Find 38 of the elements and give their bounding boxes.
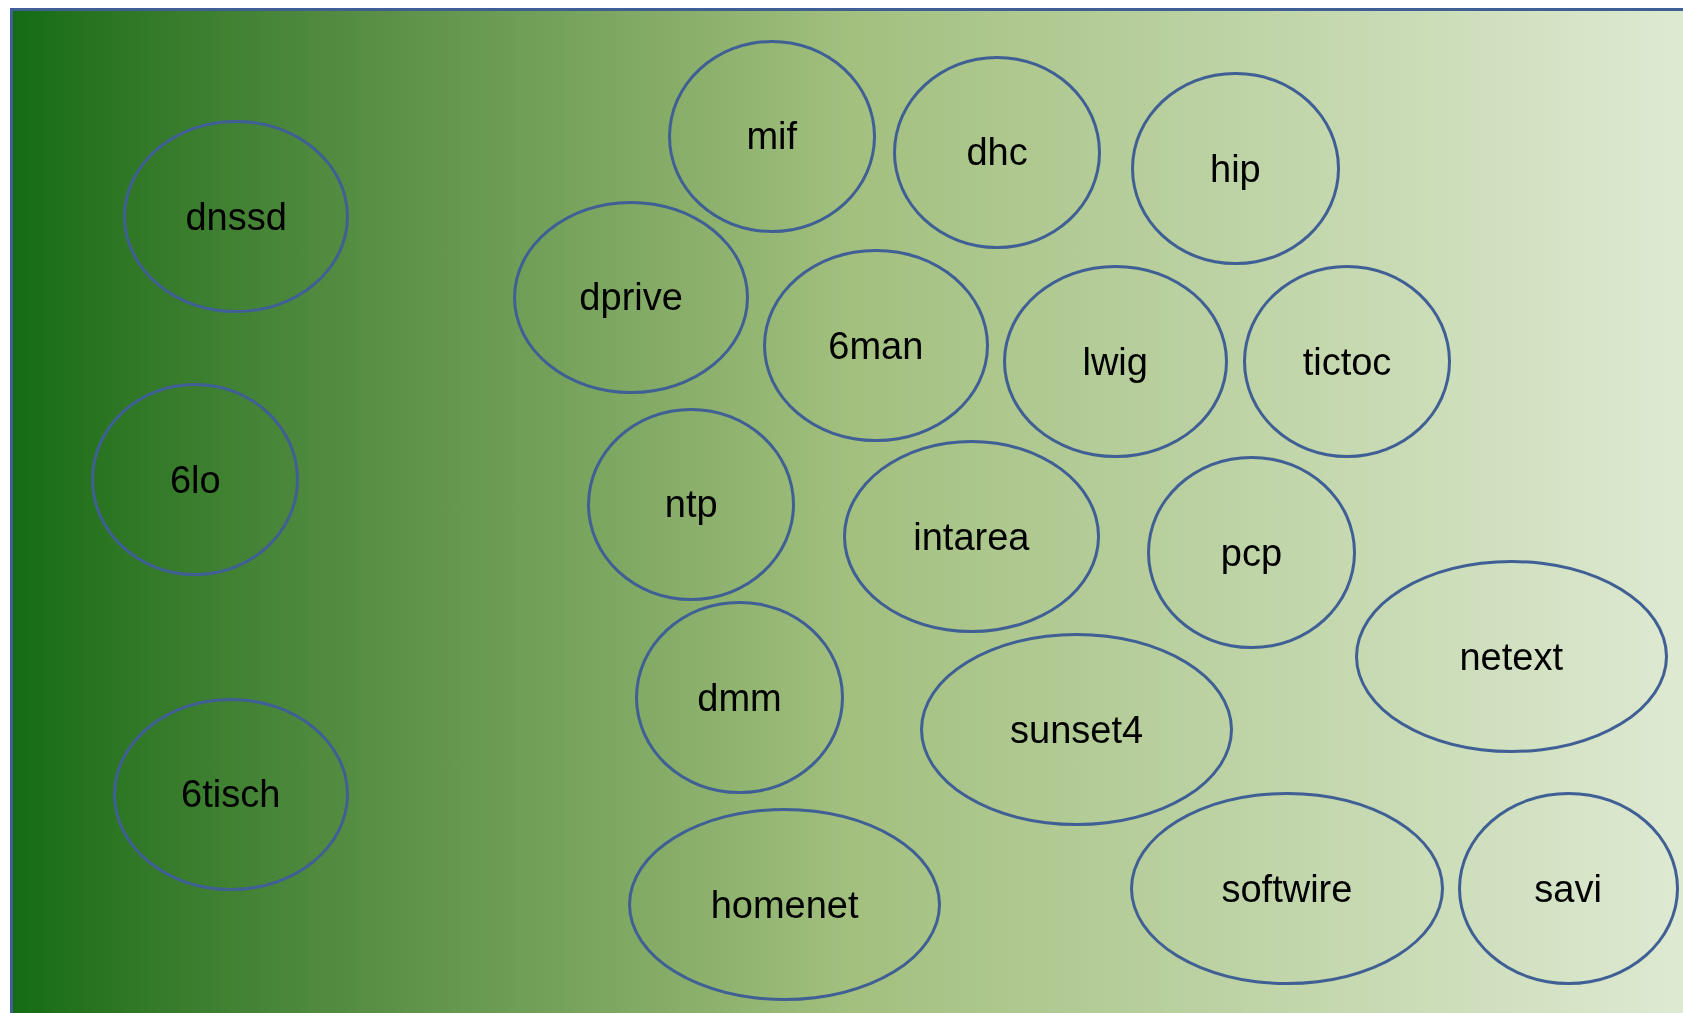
node-label: 6lo bbox=[169, 460, 221, 499]
node-label: homenet bbox=[710, 885, 859, 924]
node-label: ntp bbox=[664, 485, 718, 524]
node-label: 6tisch bbox=[181, 775, 281, 814]
ellipse-node bbox=[842, 440, 1101, 634]
ellipse-node bbox=[513, 200, 750, 394]
node-label: hip bbox=[1210, 149, 1261, 188]
ellipse-node bbox=[1354, 560, 1668, 754]
ellipse-node bbox=[1242, 265, 1452, 459]
node-label: dprive bbox=[579, 278, 683, 317]
ellipse-node bbox=[1457, 792, 1679, 986]
node-label: dmm bbox=[697, 678, 782, 717]
ellipse-node bbox=[919, 633, 1234, 827]
node-label: savi bbox=[1534, 869, 1602, 908]
node-label: intarea bbox=[913, 517, 1030, 556]
node-label: lwig bbox=[1082, 342, 1148, 381]
node-label: pcp bbox=[1220, 533, 1283, 572]
node-label: tictoc bbox=[1302, 342, 1392, 381]
ellipse-node bbox=[1002, 265, 1228, 459]
node-label: softwire bbox=[1221, 869, 1353, 908]
node-label: netext bbox=[1459, 637, 1563, 676]
ellipse-node bbox=[627, 808, 942, 1002]
node-label: dnssd bbox=[185, 197, 287, 236]
node-label: 6man bbox=[828, 326, 924, 365]
ellipse-node bbox=[112, 697, 349, 891]
node-label: mif bbox=[746, 117, 798, 156]
ellipse-node bbox=[123, 120, 349, 314]
ellipse-node bbox=[763, 249, 989, 443]
ellipse-node bbox=[1130, 792, 1444, 986]
ellipse-node bbox=[587, 407, 796, 602]
ellipse-node bbox=[893, 55, 1102, 249]
ellipse-node bbox=[667, 39, 876, 233]
ellipse-node bbox=[635, 601, 844, 795]
ellipse-node bbox=[1131, 71, 1340, 266]
node-label: sunset4 bbox=[1010, 710, 1144, 749]
node-label: dhc bbox=[966, 133, 1028, 172]
ellipse-node bbox=[1147, 456, 1356, 650]
ellipse-node bbox=[91, 383, 300, 577]
